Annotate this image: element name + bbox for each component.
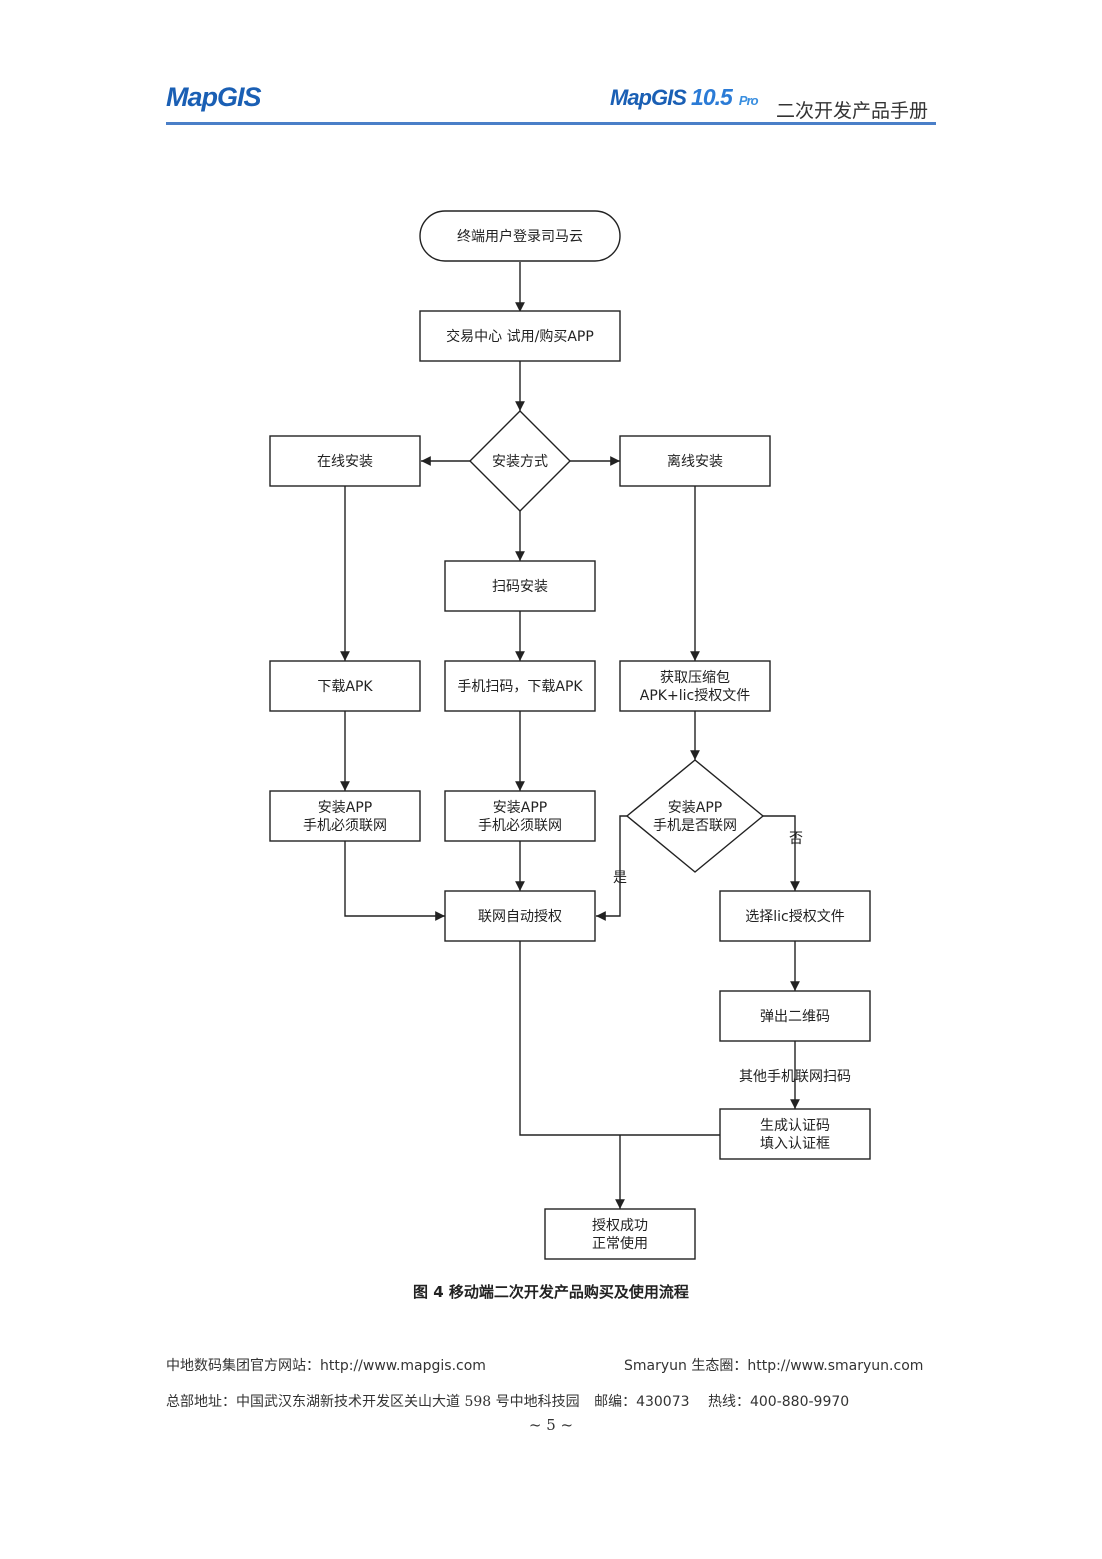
trade-center-step bbox=[419, 310, 621, 362]
select-lic-step bbox=[719, 890, 871, 942]
phone-scan-download-label: 手机扫码，下载APK bbox=[457, 679, 583, 695]
address-label: 总部地址：中国武汉东湖新技术开发区关山大道 598 号中地科技园 bbox=[166, 1394, 580, 1410]
eco-label: Smaryun 生态圈： bbox=[624, 1358, 748, 1374]
hotline-value: 400-880-9970 bbox=[749, 1394, 850, 1410]
download-apk-label: 下载APK bbox=[317, 679, 373, 695]
manual-title: 二次开发产品手册 bbox=[776, 100, 929, 122]
select-lic-label: 选择lic授权文件 bbox=[745, 909, 844, 925]
auto-auth-step bbox=[444, 890, 596, 942]
gen-code-step bbox=[719, 1108, 871, 1160]
popup-qr-step bbox=[719, 990, 871, 1042]
postcode-label: 邮编： bbox=[594, 1394, 637, 1410]
logo-right-name: MapGIS bbox=[610, 85, 687, 110]
network-check-decision bbox=[625, 759, 765, 873]
offline-install-label: 离线安装 bbox=[667, 453, 723, 470]
auto-auth-label: 联网自动授权 bbox=[478, 909, 562, 925]
yes-label: 是 bbox=[613, 870, 627, 886]
scan-install-label: 扫码安装 bbox=[492, 579, 548, 595]
offline-install-step bbox=[619, 435, 771, 487]
install-app-scan-step bbox=[444, 790, 596, 842]
no-label: 否 bbox=[789, 831, 803, 847]
start-label: 终端用户登录司马云 bbox=[457, 228, 583, 245]
logo-right-version: 10.5 bbox=[691, 84, 733, 110]
get-package-label-1: 获取压缩包 bbox=[660, 670, 730, 686]
install-app-scan-label-2: 手机必须联网 bbox=[478, 818, 562, 834]
network-check-label-2: 手机是否联网 bbox=[653, 818, 737, 834]
start-node bbox=[419, 210, 621, 262]
hotline-label: 热线： bbox=[707, 1394, 750, 1410]
popup-qr-label: 弹出二维码 bbox=[760, 1009, 830, 1025]
get-package-step bbox=[619, 660, 771, 712]
mapgis-105-pro-logo: MapGIS 10.5 Pro bbox=[610, 84, 759, 111]
install-app-online-label-2: 手机必须联网 bbox=[303, 818, 387, 834]
success-label-1: 授权成功 bbox=[592, 1218, 648, 1234]
trade-label: 交易中心 试用/购买APP bbox=[446, 328, 594, 345]
purchase-usage-flowchart: 终端用户登录司马云 交易中心 试用/购买APP 安装方式 在线安装 离线安装 扫… bbox=[269, 210, 871, 1260]
scan-install-step bbox=[444, 560, 596, 612]
install-method-label: 安装方式 bbox=[492, 454, 548, 470]
install-app-online-step bbox=[269, 790, 421, 842]
flow-connectors bbox=[340, 262, 800, 1209]
figure-caption: 图 4 移动端二次开发产品购买及使用流程 bbox=[413, 1283, 689, 1301]
postcode-value: 430073 bbox=[636, 1394, 690, 1410]
install-app-scan-label-1: 安装APP bbox=[493, 800, 547, 816]
site-url-link[interactable]: http://www.mapgis.com bbox=[320, 1358, 486, 1374]
footer-eco-site: Smaryun 生态圈：http://www.smaryun.com bbox=[624, 1355, 923, 1375]
footer-address-line: 总部地址：中国武汉东湖新技术开发区关山大道 598 号中地科技园 邮编：4300… bbox=[166, 1391, 849, 1411]
mapgis-logo: MapGIS bbox=[166, 82, 262, 112]
header-divider bbox=[166, 122, 936, 125]
online-install-step bbox=[269, 435, 421, 487]
page-number: ~ 5 ~ bbox=[528, 1416, 574, 1434]
online-install-label: 在线安装 bbox=[317, 454, 373, 470]
success-node bbox=[544, 1208, 696, 1260]
logo-right-edition: Pro bbox=[738, 93, 759, 108]
phone-scan-download-step bbox=[444, 660, 596, 712]
gen-code-label-2: 填入认证框 bbox=[760, 1136, 830, 1152]
install-method-decision bbox=[469, 410, 571, 512]
site-label: 中地数码集团官方网站： bbox=[166, 1358, 320, 1374]
success-label-2: 正常使用 bbox=[592, 1235, 648, 1252]
footer-official-site: 中地数码集团官方网站：http://www.mapgis.com bbox=[166, 1355, 486, 1375]
install-app-online-label-1: 安装APP bbox=[318, 800, 372, 816]
eco-url-link[interactable]: http://www.smaryun.com bbox=[747, 1358, 924, 1374]
other-phone-scan-label: 其他手机联网扫码 bbox=[739, 1069, 851, 1085]
gen-code-label-1: 生成认证码 bbox=[760, 1118, 830, 1134]
get-package-label-2: APK+lic授权文件 bbox=[640, 688, 750, 704]
download-apk-step bbox=[269, 660, 421, 712]
network-check-label-1: 安装APP bbox=[668, 800, 722, 816]
